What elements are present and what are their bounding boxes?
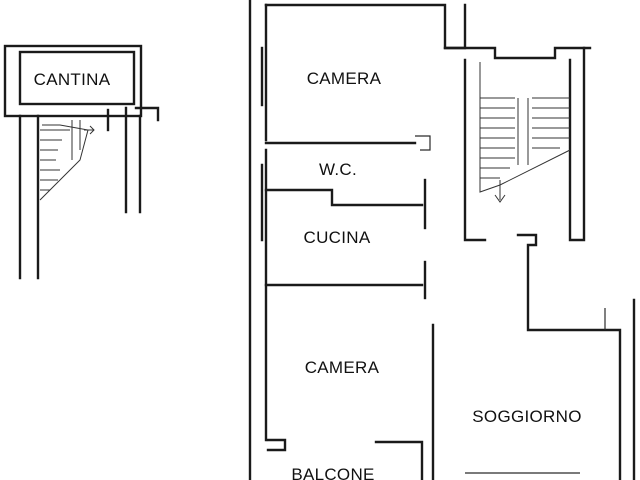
wc-label: W.C. <box>319 160 357 179</box>
camera-top-label: CAMERA <box>307 69 382 88</box>
cantina-inner-wall <box>18 50 136 106</box>
cantina-block: CANTINA <box>3 44 160 280</box>
soggiorno-wall <box>516 233 622 480</box>
wc-cucina-wall <box>264 188 424 207</box>
apartment-walls <box>248 0 636 480</box>
main-stairs <box>479 62 571 203</box>
stair-left-wall <box>463 58 487 242</box>
stair-right-wall <box>568 46 586 242</box>
cantina-corridor-wall <box>134 106 160 122</box>
balcone-door-wall <box>374 440 424 480</box>
balcone-label: BALCONE <box>291 465 374 480</box>
cantina-label: CANTINA <box>34 70 111 89</box>
balcone-left-jamb <box>266 438 287 452</box>
soggiorno-label: SOGGIORNO <box>472 407 581 426</box>
wc-door-symbol <box>415 135 431 151</box>
top-wall <box>264 3 467 50</box>
cucina-label: CUCINA <box>304 228 371 247</box>
stair-top-wall <box>443 46 592 60</box>
cantina-outer-wall <box>3 44 143 118</box>
cantina-stairs <box>39 120 95 201</box>
camera-bottom-label: CAMERA <box>305 358 380 377</box>
